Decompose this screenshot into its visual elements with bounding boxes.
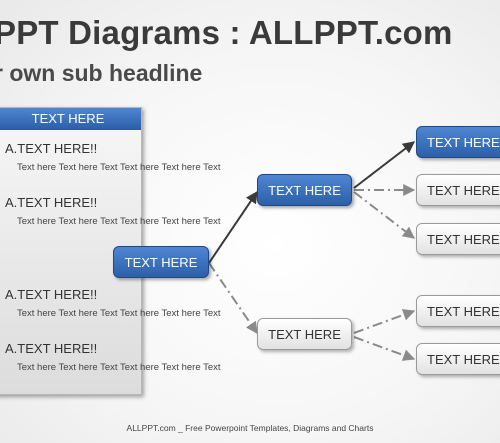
leaf-node: TEXT HERE <box>416 343 500 375</box>
panel-section: A.TEXT HERE!! Text here Text here Text T… <box>5 141 221 173</box>
slide-subtitle: r own sub headline <box>0 60 203 86</box>
connector-root-to-top <box>208 191 258 264</box>
connector-top-to-leaf1 <box>353 141 415 189</box>
section-body: Text here Text here Text Text here Text … <box>17 362 221 373</box>
connector-bottom-to-leaf4 <box>353 309 416 334</box>
mid-node-top: TEXT HERE <box>257 174 352 206</box>
footer-text: ALLPPT.com _ Free Powerpoint Templates, … <box>126 423 374 433</box>
section-title: A.TEXT HERE!! <box>5 141 98 156</box>
panel-header: TEXT HERE <box>0 108 141 130</box>
connector-bottom-to-leaf5 <box>353 336 416 361</box>
section-title: A.TEXT HERE!! <box>5 287 98 302</box>
section-title: A.TEXT HERE!! <box>5 341 98 356</box>
leaf-node: TEXT HERE <box>416 295 500 327</box>
section-body: Text here Text here Text Text here Text … <box>17 216 221 227</box>
panel-section: A.TEXT HERE!! Text here Text here Text T… <box>5 195 221 227</box>
panel-section: A.TEXT HERE!! Text here Text here Text T… <box>5 287 221 319</box>
root-node: TEXT HERE <box>113 246 209 278</box>
panel-section: A.TEXT HERE!! Text here Text here Text T… <box>5 341 221 373</box>
section-body: Text here Text here Text Text here Text … <box>17 162 221 173</box>
leaf-node: TEXT HERE <box>416 174 500 206</box>
leaf-node: TEXT HERE <box>416 126 500 158</box>
section-body: Text here Text here Text Text here Text … <box>17 308 221 319</box>
connector-top-to-leaf3 <box>353 191 415 239</box>
mid-node-bottom: TEXT HERE <box>257 318 352 350</box>
section-title: A.TEXT HERE!! <box>5 195 98 210</box>
slide-title: PPT Diagrams : ALLPPT.com <box>0 14 453 51</box>
connector-root-to-bottom <box>208 262 258 334</box>
leaf-node: TEXT HERE <box>416 223 500 255</box>
